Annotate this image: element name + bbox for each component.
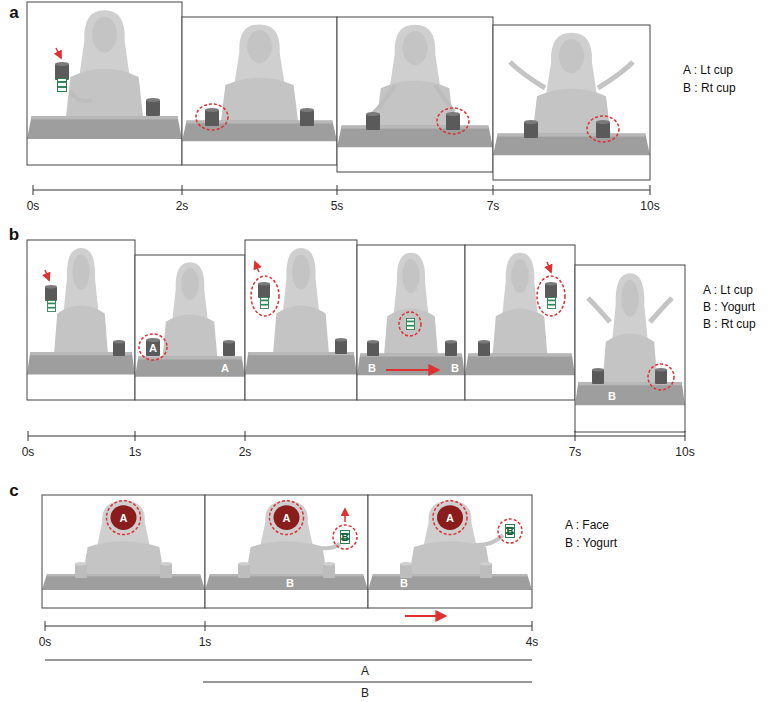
time-tick: 10s [640,200,659,212]
object-letter: A [283,513,291,524]
key-text: B : Yogurt [703,301,755,313]
time-tick: 5s [331,200,344,212]
panel-b-frames [27,240,685,432]
timeline-b [28,431,685,441]
time-tick: 0s [39,636,52,648]
panel-letter: c [9,482,18,499]
key-text: B : Rt cup [683,82,736,94]
key-text: B : Yogurt [565,537,617,549]
key-text: A : Lt cup [683,64,733,76]
object-letter: A [446,513,454,524]
object-letter: B [608,391,616,402]
panel-letter: b [9,226,19,243]
time-tick: 1s [199,636,212,648]
panel-letter: a [9,4,18,21]
object-letter: A [120,513,128,524]
duration-label: A [361,665,369,677]
object-letter: A [149,343,157,354]
object-letter: B [400,578,408,589]
key-text: B : Rt cup [703,318,756,330]
object-letter: A [221,363,229,374]
panel-a-frames [27,2,650,180]
time-tick: 4s [526,636,539,648]
object-letter: B [451,363,459,374]
time-tick: 1s [129,446,142,458]
time-tick: 0s [27,200,40,212]
key-text: A : Lt cup [703,284,753,296]
key-text: A : Face [565,519,609,531]
time-tick: 7s [487,200,500,212]
object-letter: B [368,363,376,374]
time-tick: 10s [675,446,694,458]
motion-arrow [405,615,445,617]
time-tick: 2s [176,200,189,212]
panel-c-frames [42,495,532,608]
object-letter: B [286,578,294,589]
object-letter: B [506,527,513,537]
time-tick: 0s [22,446,35,458]
duration-label: B [361,687,369,699]
time-tick: 7s [569,446,582,458]
timeline-a [33,185,650,195]
object-letter: B [341,533,348,543]
time-tick: 2s [239,446,252,458]
timeline-c [45,621,532,682]
